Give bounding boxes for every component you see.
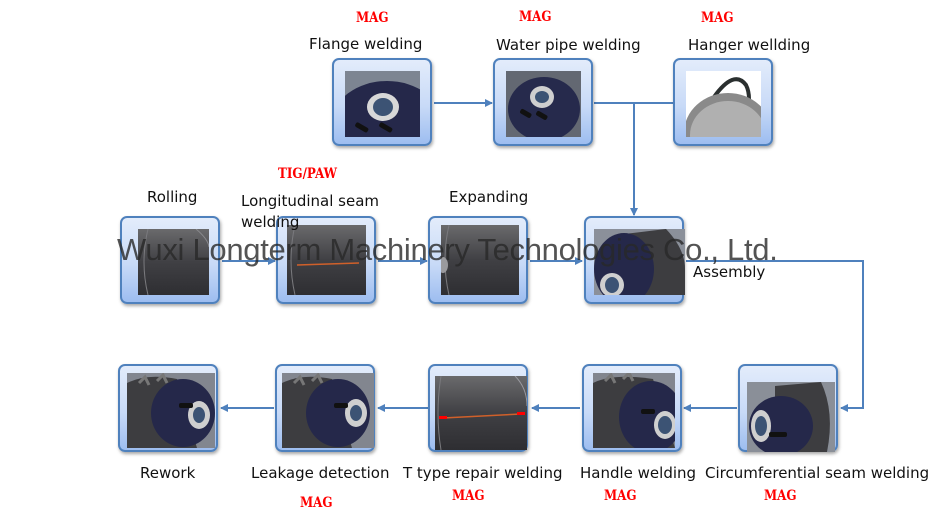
step-label-longitudinal-line2: welding (241, 213, 300, 231)
process-label-leakage: MAG (300, 495, 333, 511)
step-node-rework[interactable] (118, 364, 218, 452)
step-label-rework: Rework (140, 464, 196, 482)
flange-icon (345, 71, 420, 137)
step-node-assembly[interactable] (584, 216, 685, 304)
step-node-t-repair[interactable] (428, 364, 528, 452)
step-label-leakage: Leakage detection (251, 464, 390, 482)
step-node-longitudinal[interactable] (276, 216, 376, 304)
process-label-longitudinal: TIG/PAW (278, 166, 338, 182)
step-label-rolling: Rolling (147, 188, 198, 206)
step-label-longitudinal-line1: Longitudinal seam (241, 192, 380, 210)
cylinder-icon (138, 229, 209, 295)
seam-cylinder-icon (287, 225, 366, 295)
tank-icon (747, 382, 835, 452)
tank-handle-icon (593, 373, 675, 448)
step-label-circumferential: Circumferential seam welding (705, 464, 930, 482)
seam-cylinder-icon (435, 376, 527, 450)
assembly-icon (594, 229, 685, 295)
step-node-expanding[interactable] (428, 216, 528, 304)
step-label-handle: Handle welding (580, 464, 697, 482)
tank-handle-icon (282, 373, 374, 448)
process-label-water-pipe: MAG (519, 9, 552, 25)
process-label-circumferential: MAG (764, 488, 797, 504)
arrow-assembly-to-circumferential (686, 260, 864, 412)
water-pipe-icon (506, 71, 581, 137)
step-node-flange[interactable] (332, 58, 432, 146)
step-node-handle[interactable] (582, 364, 682, 452)
cylinder-icon (441, 225, 519, 295)
tank-handle-icon (127, 373, 215, 448)
process-label-t-repair: MAG (452, 488, 485, 504)
step-label-flange: Flange welding (309, 35, 423, 53)
step-node-water-pipe[interactable] (493, 58, 593, 146)
step-label-hanger: Hanger wellding (688, 36, 811, 54)
step-node-circumferential[interactable] (738, 364, 838, 452)
process-label-handle: MAG (604, 488, 637, 504)
step-node-leakage[interactable] (275, 364, 375, 452)
step-node-rolling[interactable] (120, 216, 220, 304)
step-node-hanger[interactable] (673, 58, 773, 146)
step-label-t-repair: T type repair welding (403, 464, 563, 482)
step-label-expanding: Expanding (449, 188, 529, 206)
step-label-assembly: Assembly (693, 263, 766, 281)
process-label-hanger: MAG (701, 10, 734, 26)
watermark: Wuxi Longterm Machinery Technologies Co.… (117, 232, 778, 267)
process-label-flange: MAG (356, 10, 389, 26)
hanger-icon (686, 71, 761, 137)
step-label-water-pipe: Water pipe welding (496, 36, 641, 54)
